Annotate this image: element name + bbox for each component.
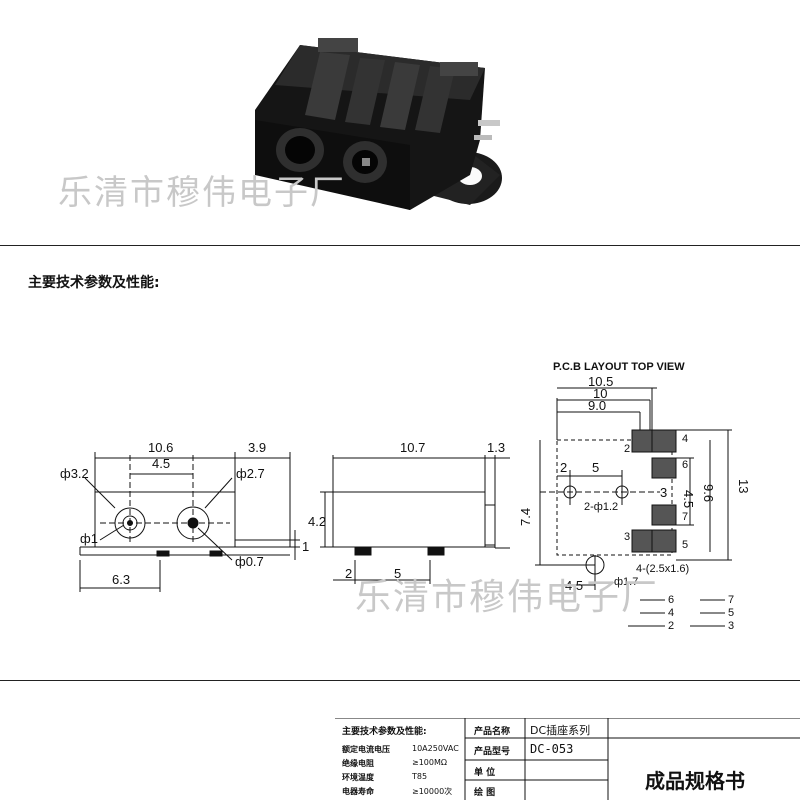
dim-pin-dia: ф1 <box>80 531 98 546</box>
spec-row: 绝缘电阻 ≥100MΩ <box>342 758 447 769</box>
pcb-layout-view <box>535 387 732 627</box>
model-label: 产品型号 <box>474 747 511 757</box>
section-title: 主要技术参数及性能: <box>28 275 160 291</box>
dim-pcb-7-4: 7.4 <box>518 508 533 526</box>
dim-pin-small-dia: ф0.7 <box>235 554 264 569</box>
schematic-pin-5: 5 <box>728 607 734 619</box>
spec-row: 额定电流电压 10A250VAC <box>342 744 459 755</box>
pad-label-2: 2 <box>624 443 630 455</box>
schematic-pin-2: 2 <box>668 620 674 632</box>
dim-pcb-4-5b: 4.5 <box>565 578 583 593</box>
document-title: 成品规格书 <box>645 769 745 793</box>
model-value: DC-053 <box>530 742 574 756</box>
dim-pcb-9-6: 9.6 <box>701 484 716 502</box>
unit-label: 单 位 <box>474 768 496 778</box>
dim-pcb-4-5: 4.5 <box>681 490 696 508</box>
dim-front-tab: 3.9 <box>248 440 266 455</box>
title-block-frame <box>335 718 800 800</box>
schematic-pin-6: 6 <box>668 594 674 606</box>
spec-value: T85 <box>412 772 428 781</box>
dim-tab-thickness: 1 <box>302 539 309 554</box>
schematic-pin-3: 3 <box>728 620 734 632</box>
pad-label-7: 7 <box>682 511 688 523</box>
dim-hole-dia-right: ф2.7 <box>236 466 265 481</box>
watermark-text-top: 乐清市穆伟电子厂 <box>58 173 346 213</box>
spec-row: 电器寿命 ≥10000次 <box>342 786 452 797</box>
watermark-text-mid: 乐清市穆伟电子厂 <box>355 577 660 618</box>
spec-value: 10A250VAC <box>412 744 459 753</box>
dim-side-height: 4.2 <box>308 514 326 529</box>
dim-pcb-13: 13 <box>736 479 751 493</box>
spec-label: 绝缘电阻 <box>342 759 374 768</box>
photo-divider <box>0 245 800 246</box>
technical-drawing: 10.6 3.9 4.5 ф3.2 ф2.7 ф1 ф0.7 1 6.3 10.… <box>60 361 751 632</box>
spec-label: 电器寿命 <box>342 787 374 796</box>
pad-label-4: 4 <box>682 433 688 445</box>
dim-pcb-10: 10 <box>593 386 607 401</box>
product-photo <box>255 38 502 210</box>
spec-value: ≥10000次 <box>412 787 453 796</box>
side-view <box>320 455 510 584</box>
pad-label-5: 5 <box>682 539 688 551</box>
schematic-pin-7: 7 <box>728 594 734 606</box>
dim-pcb-2: 2 <box>560 460 567 475</box>
dim-side-pin-offset: 2 <box>345 566 352 581</box>
dim-pcb-10-5: 10.5 <box>588 374 613 389</box>
dim-side-length: 10.7 <box>400 440 425 455</box>
dim-hole-spacing: 4.5 <box>152 456 170 471</box>
dim-pcb-hole-dia: 2-ф1.2 <box>584 501 618 513</box>
front-view <box>79 452 300 592</box>
dim-hole-dia-left: ф3.2 <box>60 466 89 481</box>
product-name-value: DC插座系列 <box>530 724 591 737</box>
specs-title: 主要技术参数及性能: <box>342 727 427 737</box>
dim-pcb-3: 3 <box>660 485 667 500</box>
spec-label: 额定电流电压 <box>342 745 390 754</box>
pad-label-6: 6 <box>682 459 688 471</box>
pcb-layout-title: P.C.B LAYOUT TOP VIEW <box>553 361 685 373</box>
product-name-label: 产品名称 <box>474 727 511 737</box>
dim-pcb-9: 9.0 <box>588 398 606 413</box>
dim-pcb-1-7: ф1.7 <box>614 576 638 588</box>
dim-side-pin-spacing: 5 <box>394 566 401 581</box>
dim-base-offset: 6.3 <box>112 572 130 587</box>
drawing-divider <box>0 680 800 681</box>
schematic-pin-4: 4 <box>668 607 674 619</box>
dim-front-width: 10.6 <box>148 440 173 455</box>
spec-value: ≥100MΩ <box>412 758 447 767</box>
pad-label-3: 3 <box>624 531 630 543</box>
spec-label: 环境温度 <box>342 773 374 782</box>
dim-side-tab: 1.3 <box>487 440 505 455</box>
dim-pcb-pads: 4-(2.5x1.6) <box>636 563 689 575</box>
spec-row: 环境温度 T85 <box>342 772 427 783</box>
drawing-label: 绘 图 <box>474 788 496 798</box>
dim-pcb-5: 5 <box>592 460 599 475</box>
